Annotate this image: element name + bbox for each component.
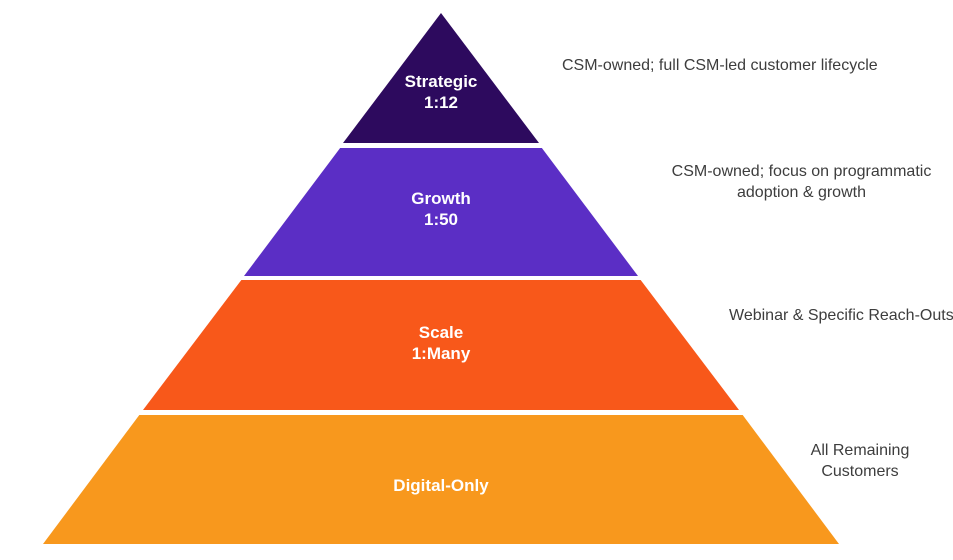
annotation-growth: CSM-owned; focus on programmatic adoptio… xyxy=(671,163,932,201)
tier-growth-label-block: Growth 1:50 xyxy=(244,188,638,230)
tier-digital-only-label-block: Digital-Only xyxy=(43,475,839,496)
pyramid-tier-scale: Scale 1:Many xyxy=(143,280,739,410)
tier-strategic-name: Strategic xyxy=(404,72,478,91)
annotation-scale: Webinar & Specific Reach-Outs xyxy=(729,307,953,324)
tier-digital-only-name: Digital-Only xyxy=(393,476,489,495)
annotation-digital-only: All Remaining Customers xyxy=(810,442,910,480)
tier-growth-ratio: 1:50 xyxy=(423,210,459,229)
tier-strategic-label-block: Strategic 1:12 xyxy=(343,71,539,113)
tier-strategic-ratio: 1:12 xyxy=(423,93,459,112)
tier-scale-ratio: 1:Many xyxy=(411,344,471,363)
pyramid-tier-growth: Growth 1:50 xyxy=(244,148,638,276)
tier-scale-label-block: Scale 1:Many xyxy=(143,322,739,364)
pyramid-tier-strategic: Strategic 1:12 xyxy=(343,13,539,143)
annotation-strategic: CSM-owned; full CSM-led customer lifecyc… xyxy=(562,57,878,74)
pyramid-tier-digital-only: Digital-Only xyxy=(43,415,839,544)
tier-scale-name: Scale xyxy=(418,323,464,342)
tier-growth-name: Growth xyxy=(411,189,471,208)
